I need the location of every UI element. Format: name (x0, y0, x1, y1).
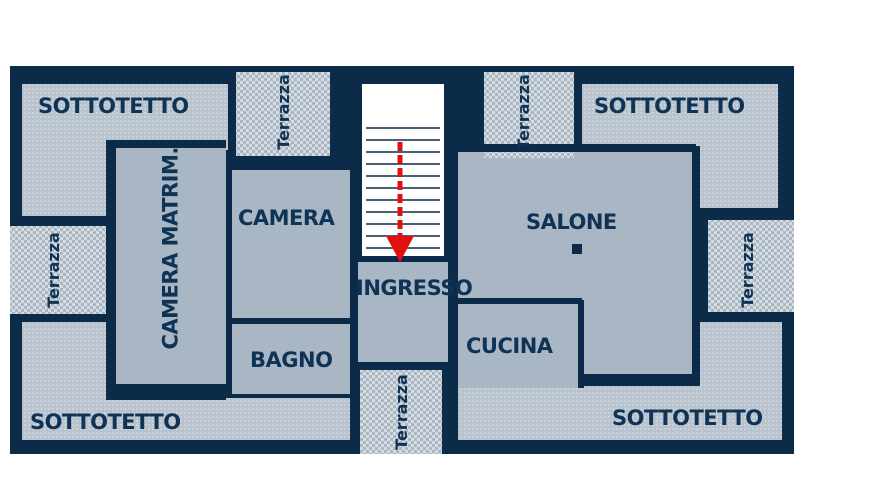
attic-bottom-right-b (458, 386, 782, 440)
floor-salone-low (580, 298, 694, 374)
room-label-salone: SALONE (526, 210, 617, 234)
interior-walls (106, 70, 700, 400)
terrace-label-top-left: Terrazza (274, 74, 293, 150)
fixture-marker (572, 244, 582, 254)
floor-camera (232, 170, 356, 282)
room-label-ingresso: INGRESSO (356, 276, 473, 300)
terrace-top-right (484, 72, 574, 158)
attic-label-bottom-left: SOTTOTETTO (30, 410, 181, 434)
terrace-bottom (360, 370, 442, 454)
attic-bottom-left-b (22, 398, 350, 440)
terrace-label-top-right: Terrazza (514, 74, 533, 150)
floor-salone (456, 150, 694, 298)
attic-label-top-left: SOTTOTETTO (38, 94, 189, 118)
terrace-label-left: Terrazza (44, 232, 63, 308)
terrace-right (708, 220, 794, 312)
attic-label-bottom-right: SOTTOTETTO (612, 406, 763, 430)
stairwell (362, 84, 444, 256)
entrance-arrow-icon (386, 142, 414, 262)
floor-corridor (222, 282, 356, 322)
attic-label-top-right: SOTTOTETTO (594, 94, 745, 118)
room-label-camera: CAMERA (238, 206, 335, 230)
terrace-label-bottom: Terrazza (392, 374, 411, 450)
floor-bagno (232, 322, 350, 394)
terrace-left (10, 226, 106, 314)
room-label-bagno: BAGNO (250, 348, 333, 372)
floor-camera-matrim (116, 146, 226, 386)
terrace-label-right: Terrazza (738, 232, 757, 308)
terrace-top-left (236, 72, 330, 156)
room-label-camera-matrim: CAMERA MATRIM. (158, 147, 183, 350)
room-label-cucina: CUCINA (466, 334, 553, 358)
floor-ingresso (356, 262, 456, 362)
floor-cucina (456, 300, 580, 388)
